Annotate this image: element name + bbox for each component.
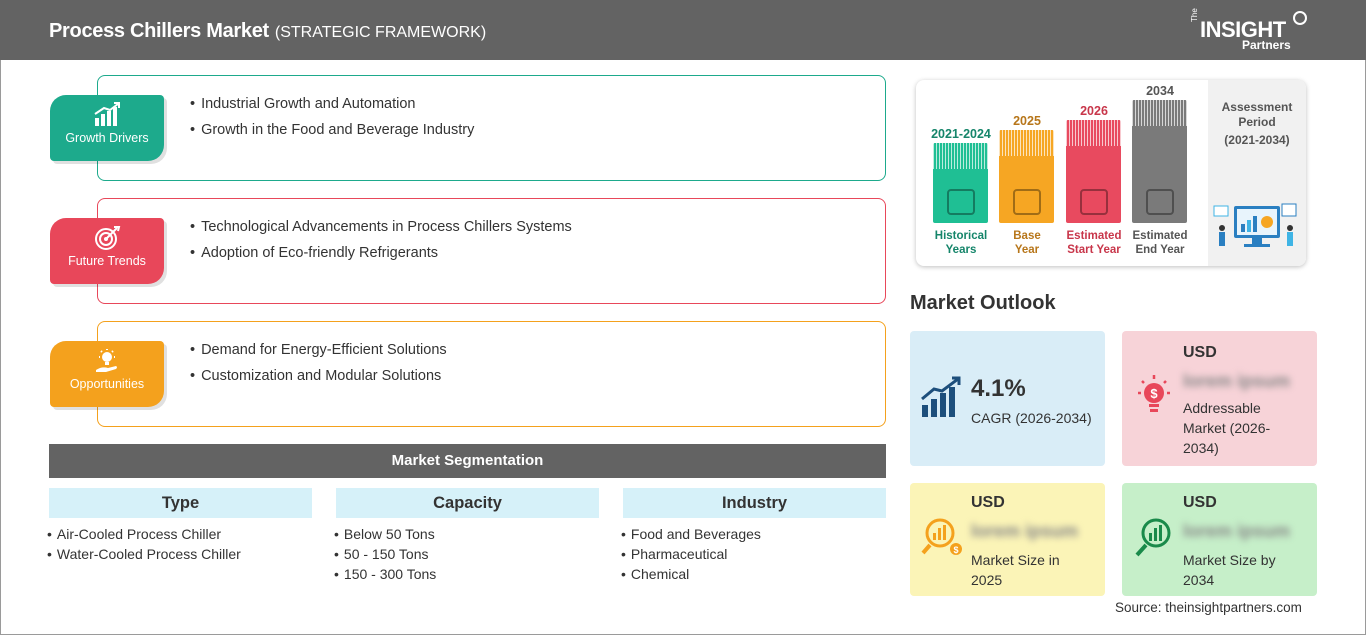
timeline-bar [999, 130, 1054, 223]
cagr-label: CAGR (2026-2034) [971, 410, 1092, 426]
addressable-market-card: USD lorem ipsum $ Addressable Market (20… [1122, 331, 1317, 466]
market-size-2025-card: USD lorem ipsum $ Market Size in 2025 [910, 483, 1105, 596]
list-item: Chemical [621, 566, 761, 582]
currency-label: USD [971, 494, 1005, 511]
opportunities-box: Demand for Energy-Efficient Solutions Cu… [97, 321, 886, 427]
segment-industry-heading: Industry [623, 488, 886, 518]
bar-hatch [1066, 120, 1121, 146]
idea-hand-icon [96, 349, 117, 372]
cagr-value: 4.1% [971, 375, 1026, 402]
source-note: Source: theinsightpartners.com [1115, 600, 1302, 615]
logo-sub-text: Partners [1242, 38, 1291, 52]
segment-capacity-list: Below 50 Tons 50 - 150 Tons 150 - 300 To… [334, 526, 436, 586]
list-item: Pharmaceutical [621, 546, 761, 562]
list-item: Air-Cooled Process Chiller [47, 526, 241, 542]
magnifier-chart-icon [1135, 518, 1171, 557]
blurred-value: lorem ipsum [1183, 521, 1291, 541]
history-clock-icon [946, 189, 975, 215]
timeline-bar [1132, 100, 1187, 223]
currency-label: USD [1183, 494, 1217, 511]
svg-text:$: $ [953, 545, 958, 555]
logo-ring-icon [1293, 11, 1307, 25]
monitor-chart-icon [1145, 189, 1174, 215]
market-size-2034-label: Market Size by 2034 [1183, 552, 1276, 588]
segment-industry-list: Food and Beverages Pharmaceutical Chemic… [621, 526, 761, 586]
lightbulb-dollar-icon: $ [1138, 375, 1170, 412]
list-item: Growth in the Food and Beverage Industry [190, 122, 474, 138]
cagr-card: 4.1% CAGR (2026-2034) [910, 331, 1105, 466]
target-icon [95, 226, 121, 250]
opportunities-label: Opportunities [69, 377, 145, 391]
growth-chart-icon [94, 102, 120, 126]
opportunities-tag: Opportunities [50, 341, 164, 407]
list-item: Demand for Energy-Efficient Solutions [190, 342, 447, 358]
timeline-year-label: 2025 [1013, 114, 1041, 128]
segment-type-heading: Type [49, 488, 312, 518]
market-outlook-title: Market Outlook [910, 292, 1056, 314]
market-size-2025-label: Market Size in 2025 [971, 552, 1060, 588]
timeline-bar [933, 143, 988, 223]
growth-drivers-list: Industrial Growth and Automation Growth … [190, 96, 474, 148]
caption-line: Estimated [1066, 230, 1122, 242]
list-item: Adoption of Eco-friendly Refrigerants [190, 245, 572, 261]
market-size-2034-card: USD lorem ipsum Market Size by 2034 [1122, 483, 1317, 596]
caption-line: Base [1013, 230, 1041, 242]
market-segmentation-bar: Market Segmentation [49, 444, 886, 478]
insight-partners-logo[interactable]: The INSIGHT Partners [1190, 8, 1310, 54]
caption-line: Year [1014, 244, 1040, 256]
list-item: 50 - 150 Tons [334, 546, 436, 562]
list-item: Water-Cooled Process Chiller [47, 546, 241, 562]
list-item: Industrial Growth and Automation [190, 96, 474, 112]
svg-text:$: $ [1150, 386, 1158, 401]
growth-bars-icon [921, 376, 961, 417]
caption-line: Years [945, 244, 977, 256]
list-item: Below 50 Tons [334, 526, 436, 542]
header-bar: Process Chillers Market (STRATEGIC FRAMEW… [0, 0, 1366, 60]
blurred-value: lorem ipsum [971, 521, 1079, 541]
analytics-illustration-icon [1213, 203, 1297, 247]
list-item: Food and Beverages [621, 526, 761, 542]
future-trends-tag: Future Trends [50, 218, 164, 284]
title-text: Process Chillers Market [49, 20, 269, 42]
segment-type-list: Air-Cooled Process Chiller Water-Cooled … [47, 526, 241, 566]
assessment-period: (2021-2034) [1224, 133, 1290, 147]
timeline-year-label: 2021-2024 [931, 127, 991, 141]
timeline-year-label: 2026 [1080, 104, 1108, 118]
bar-hatch [933, 143, 988, 169]
magnifier-dollar-icon: $ [921, 518, 962, 555]
caption-line: Start Year [1067, 244, 1121, 256]
growth-drivers-label: Growth Drivers [65, 131, 149, 145]
page-subtitle: (STRATEGIC FRAMEWORK) [274, 24, 487, 41]
logo-the-text: The [1190, 8, 1199, 22]
list-item: Technological Advancements in Process Ch… [190, 219, 572, 235]
list-item: Customization and Modular Solutions [190, 368, 447, 384]
bar-hatch [999, 130, 1054, 156]
estimate-start-icon [1079, 189, 1108, 215]
timeline-bar [1066, 120, 1121, 223]
calendar-icon [1012, 189, 1041, 215]
opportunities-list: Demand for Energy-Efficient Solutions Cu… [190, 342, 447, 394]
caption-line: Estimated [1132, 230, 1188, 242]
blurred-value: lorem ipsum [1183, 371, 1291, 391]
caption-line: End Year [1135, 244, 1185, 256]
future-trends-list: Technological Advancements in Process Ch… [190, 219, 572, 271]
segment-capacity-heading: Capacity [336, 488, 599, 518]
currency-label: USD [1183, 344, 1217, 361]
logo-main-text: INSIGHT [1200, 17, 1286, 42]
page-title: Process Chillers Market (STRATEGIC FRAMEW… [49, 20, 486, 43]
future-trends-label: Future Trends [68, 254, 146, 268]
bar-hatch [1132, 100, 1187, 126]
future-trends-box: Technological Advancements in Process Ch… [97, 198, 886, 304]
assessment-label: Assessment Period [1221, 100, 1293, 129]
caption-line: Historical [934, 230, 988, 242]
addressable-market-label: Addressable Market (2026-2034) [1183, 400, 1271, 456]
growth-drivers-tag: Growth Drivers [50, 95, 164, 161]
growth-drivers-box: Industrial Growth and Automation Growth … [97, 75, 886, 181]
timeline-year-label: 2034 [1146, 84, 1174, 98]
list-item: 150 - 300 Tons [334, 566, 436, 582]
